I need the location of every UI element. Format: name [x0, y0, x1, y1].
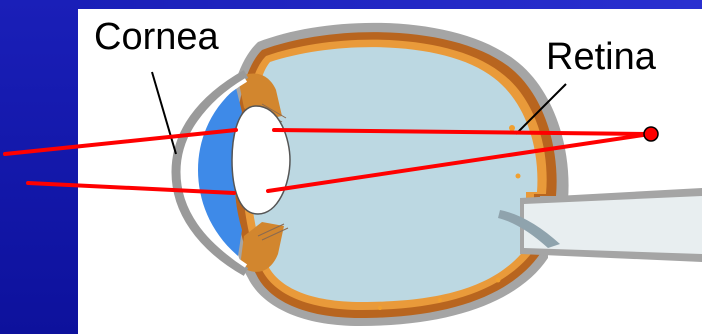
cornea-label: Cornea	[94, 18, 219, 56]
vitreous-body	[250, 47, 537, 302]
light-source-dot	[644, 127, 658, 141]
cornea-leader-line	[152, 72, 176, 154]
retina-label: Retina	[546, 38, 656, 76]
